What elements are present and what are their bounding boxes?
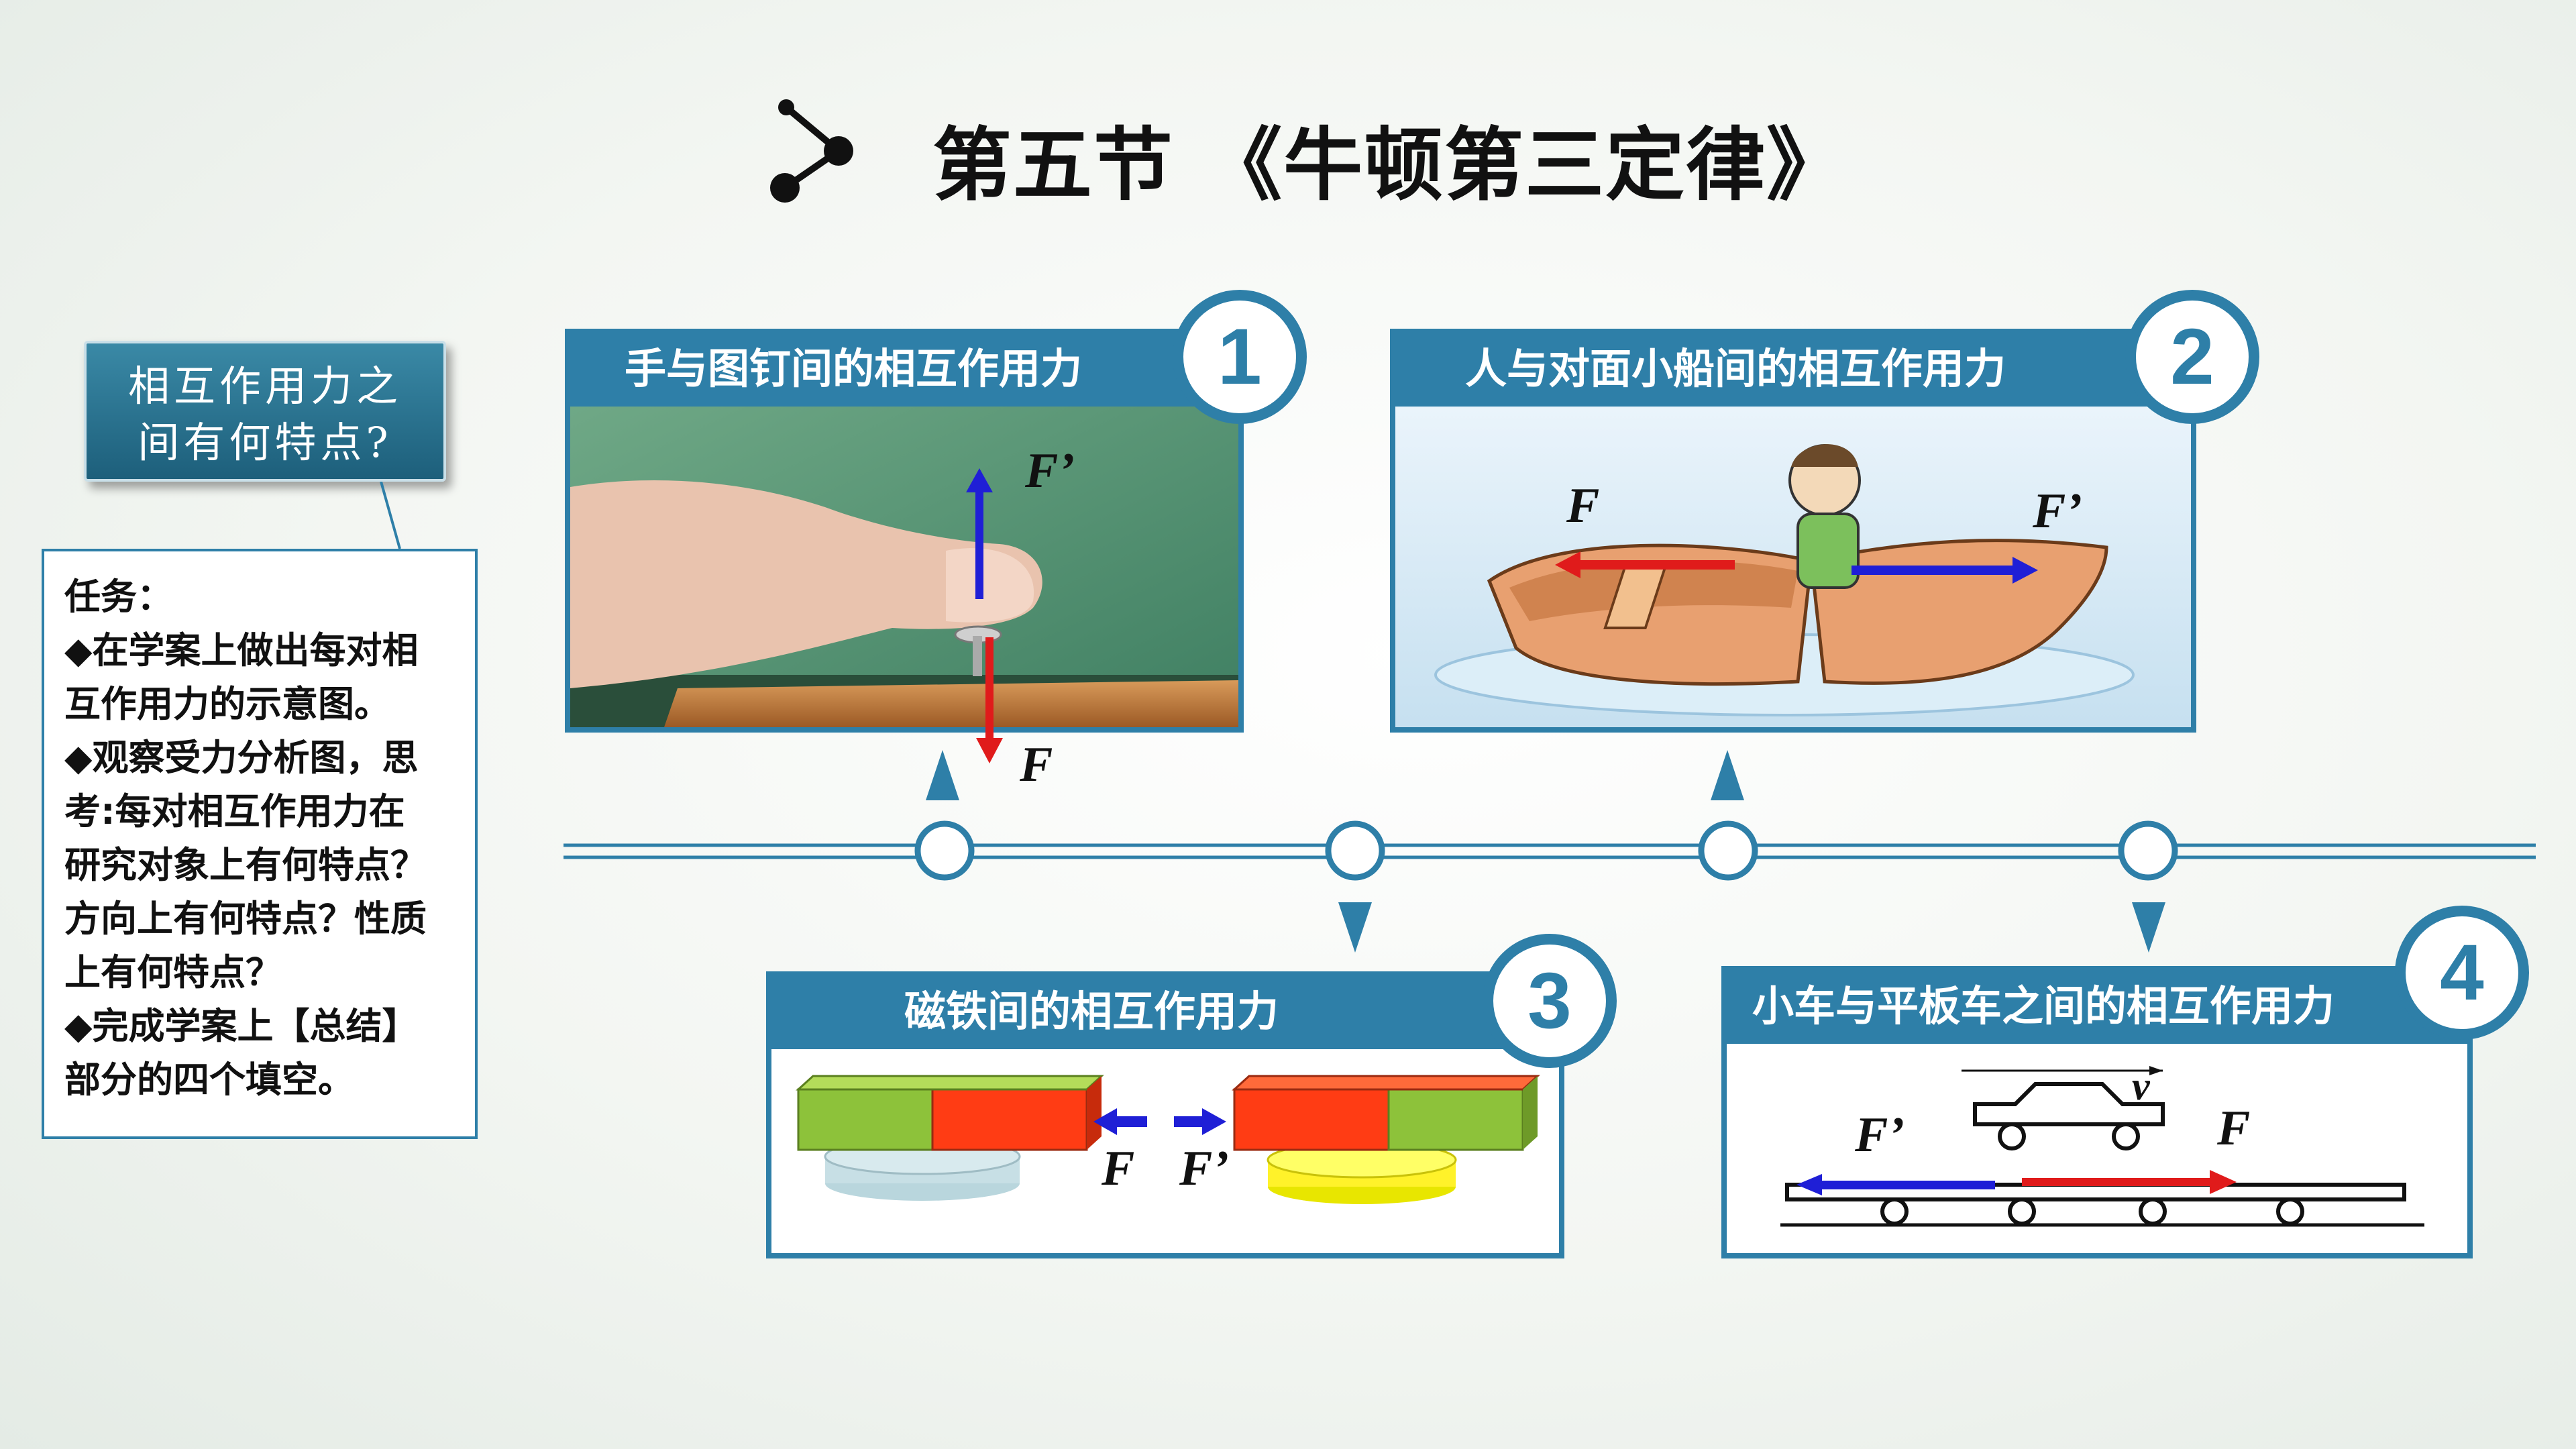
thumb-pin-illustration — [570, 407, 1238, 729]
callout-line-2: 间有何特点? — [138, 418, 392, 467]
network-icon — [770, 99, 853, 203]
card-1-panel — [565, 401, 1244, 733]
task-line: 方向上有何特点？性质 — [64, 898, 427, 940]
force-arrow-down — [976, 637, 1003, 763]
task-line: 上有何特点？ — [64, 951, 282, 994]
task-line: 互作用力的示意图。 — [64, 683, 390, 725]
task-line: ◆在学案上做出每对相 — [64, 629, 419, 672]
task-line: 研究对象上有何特点？ — [64, 844, 427, 886]
up-pointer-1 — [926, 750, 959, 800]
question-callout: 相互作用力之 间有何特点? — [84, 341, 446, 482]
card-2-number: 2 — [2125, 290, 2259, 424]
force-label-f: F — [1566, 478, 1600, 533]
timeline-node-3 — [1325, 820, 1385, 881]
force-label-f-prime: F’ — [1179, 1141, 1229, 1196]
task-line: 任务： — [64, 576, 173, 618]
timeline-node-2 — [1698, 820, 1758, 881]
force-label-f: F — [1102, 1141, 1135, 1196]
timeline-node-1 — [914, 820, 975, 881]
page-title: 第五节 《牛顿第三定律》 — [932, 119, 1847, 211]
force-label-f-prime: F’ — [1025, 443, 1075, 498]
magnets-illustration — [796, 1075, 1540, 1204]
force-label-f: F — [2217, 1101, 2251, 1156]
card-2-title: 人与对面小船间的相互作用力 — [1464, 344, 2006, 393]
force-arrow-right — [1851, 557, 2038, 584]
boats-illustration — [1395, 407, 2191, 727]
task-line: ◆完成学案上【总结】 — [64, 1005, 419, 1047]
task-line: 部分的四个填空。 — [64, 1059, 354, 1101]
card-3-panel — [766, 1044, 1564, 1258]
card-4-title: 小车与平板车之间的相互作用力 — [1752, 981, 2334, 1030]
force-label-f: F — [1020, 737, 1053, 792]
force-label-f-prime: F’ — [2033, 484, 2082, 539]
cart-illustration — [1780, 1066, 2424, 1227]
card-3-header: 磁铁间的相互作用力 — [766, 971, 1524, 1044]
card-2-header: 人与对面小船间的相互作用力 — [1390, 329, 2202, 401]
force-arrow-left — [1555, 551, 1735, 578]
timeline-node-4 — [2118, 820, 2178, 881]
card-4-header: 小车与平板车之间的相互作用力 — [1721, 966, 2466, 1038]
card-1-title: 手与图钉间的相互作用力 — [624, 344, 1082, 393]
card-4-panel — [1721, 1038, 2473, 1258]
card-1-header: 手与图钉间的相互作用力 — [565, 329, 1222, 401]
down-pointer-3 — [1338, 902, 1372, 953]
velocity-label: v — [2132, 1064, 2150, 1108]
card-4-number: 4 — [2395, 906, 2529, 1040]
task-line: ◆观察受力分析图，思 — [64, 737, 419, 779]
force-label-f-prime: F’ — [1855, 1108, 1904, 1163]
task-box: 任务： ◆在学案上做出每对相 互作用力的示意图。 ◆观察受力分析图，思 考:每对… — [42, 549, 478, 1139]
card-3-number: 3 — [1483, 934, 1617, 1068]
card-3-title: 磁铁间的相互作用力 — [904, 987, 1279, 1036]
up-pointer-2 — [1711, 750, 1744, 800]
force-arrow-up — [966, 468, 993, 599]
down-pointer-4 — [2132, 902, 2165, 953]
card-1-number: 1 — [1173, 290, 1307, 424]
task-line: 考:每对相互作用力在 — [64, 790, 405, 833]
card-2-panel — [1390, 401, 2196, 733]
callout-line-1: 相互作用力之 — [127, 362, 402, 411]
callout-pointer — [380, 482, 401, 549]
timeline — [564, 820, 2536, 881]
